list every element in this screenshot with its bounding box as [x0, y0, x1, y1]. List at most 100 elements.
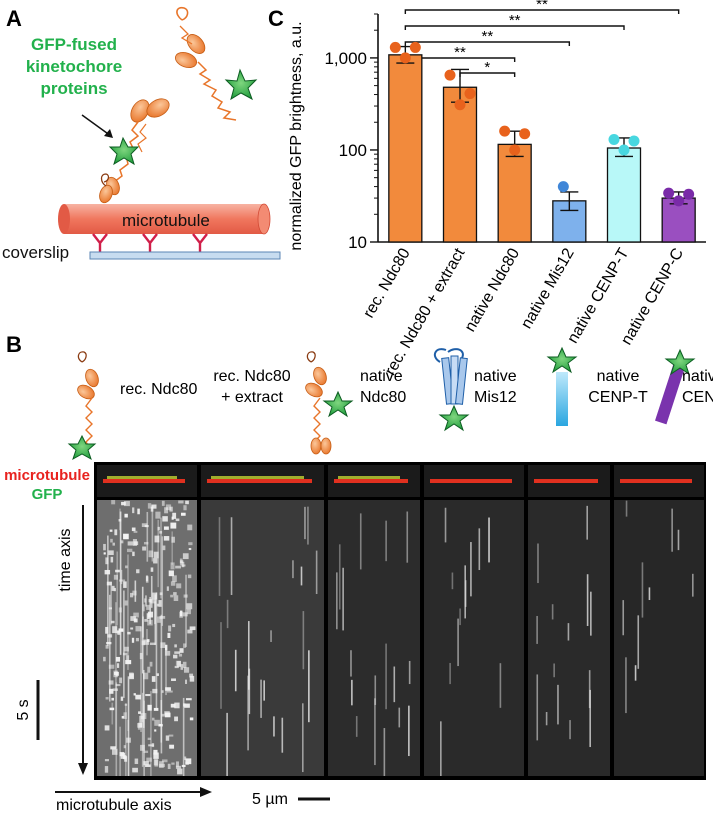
- time-axis-arrowhead: [78, 763, 88, 775]
- time-scale-label: 5 s: [15, 699, 32, 720]
- kymo-speckle: [165, 504, 172, 511]
- kymo-speckle: [183, 505, 187, 511]
- kymo-streak: [125, 703, 127, 776]
- significance-bracket: [404, 9, 680, 14]
- kymo-speckle: [111, 585, 115, 591]
- kymo-speckle: [127, 541, 134, 546]
- kymo-streak: [141, 692, 144, 767]
- kymo-speckle: [188, 547, 192, 551]
- kymo-speckle: [125, 565, 128, 569]
- kymo-speckle: [185, 758, 192, 765]
- kymo-speckle: [158, 600, 162, 607]
- data-point: [608, 133, 620, 145]
- kymo-speckle: [119, 677, 123, 684]
- kymo-speckle: [120, 540, 124, 544]
- kymo-speckle: [177, 768, 183, 775]
- kymo-streak: [302, 611, 305, 670]
- header-rec-ndc80-extract-line2: + extract: [221, 389, 283, 406]
- kymo-streak: [247, 675, 249, 751]
- kymo-streak: [247, 621, 250, 690]
- kymo-streak: [300, 566, 303, 586]
- kymo-speckle: [163, 536, 170, 541]
- chart-bars: [388, 41, 696, 243]
- panel-b: B: [4, 332, 713, 814]
- kymo-speckle: [113, 587, 116, 592]
- kymo-speckle: [135, 637, 139, 642]
- kymo-streak: [150, 575, 153, 608]
- kymo-streak: [150, 691, 152, 776]
- header-native-cenp-t-line2: CENP-T: [588, 389, 648, 406]
- kymo-speckle: [115, 569, 120, 573]
- kymo-speckle: [161, 713, 167, 717]
- x-tick-label: rec. Ndc80: [360, 245, 413, 321]
- kymo-streak: [248, 668, 251, 715]
- kymo-streak: [127, 554, 129, 670]
- kymo-speckle: [149, 642, 156, 646]
- kymo-speckle: [185, 698, 192, 701]
- kymo-streak: [586, 574, 589, 626]
- kymo-streak: [301, 703, 304, 773]
- kymographs: [97, 465, 704, 776]
- kymo-streak: [374, 675, 377, 705]
- kymo-speckle: [131, 527, 136, 532]
- kymo-speckle: [183, 643, 187, 648]
- panel-b-letter: B: [6, 332, 22, 357]
- kymo-streak: [230, 517, 233, 595]
- kymo-streak: [537, 543, 539, 584]
- kymo-streak: [451, 572, 454, 590]
- kymo-speckle: [111, 697, 115, 701]
- kymo-streak: [355, 716, 358, 737]
- kymo-speckle: [189, 626, 196, 631]
- kymo-streak: [385, 643, 387, 710]
- kymo-speckle: [132, 551, 135, 557]
- coverslip-label: coverslip: [2, 243, 69, 262]
- kymo-speckle: [107, 634, 113, 638]
- rec-ndc80-icon: [67, 351, 99, 461]
- kymo-speckle: [174, 702, 180, 709]
- y-tick-label: 10: [348, 233, 367, 252]
- kymo-streak: [292, 560, 294, 579]
- kymo-streak: [351, 679, 353, 706]
- kymo-speckle: [150, 567, 154, 572]
- kymo-streak: [478, 528, 481, 571]
- kymo-streak: [648, 587, 651, 601]
- kymo-speckle: [105, 626, 109, 634]
- kymo-speckle: [117, 663, 120, 668]
- kymo-speckle: [120, 696, 124, 701]
- kymo-speckle: [126, 548, 133, 553]
- kymo-speckle: [131, 637, 135, 643]
- microtubule-label: microtubule: [122, 211, 210, 230]
- kymo-speckle: [113, 670, 118, 678]
- kymo-speckle: [118, 607, 122, 613]
- kymo-streak: [398, 707, 401, 728]
- microtubule-signal: [620, 479, 692, 483]
- kymo-speckle: [157, 616, 161, 623]
- kymo-speckle: [150, 598, 156, 604]
- kymo-speckle: [159, 615, 166, 619]
- kymo-streak: [218, 517, 221, 596]
- microtubule-icon: [58, 203, 271, 235]
- native-ndc80-icon: [305, 351, 354, 455]
- microtubule-signal: [534, 479, 598, 483]
- kymo-speckle: [138, 711, 142, 714]
- kymo-streak: [151, 505, 154, 562]
- kymo-speckle: [130, 616, 136, 621]
- kymo-streak: [569, 720, 571, 740]
- kymo-speckle: [143, 541, 149, 545]
- kymo-streak: [107, 535, 109, 646]
- kymo-speckle: [156, 673, 159, 676]
- kymo-speckle: [184, 756, 187, 761]
- kymo-speckle: [156, 603, 160, 607]
- kymo-streak: [109, 594, 111, 702]
- kymo-speckle: [168, 734, 174, 737]
- kymo-streak: [336, 572, 338, 630]
- kymo-streak: [588, 670, 591, 709]
- kymo-speckle: [152, 592, 158, 600]
- kymo-speckle: [104, 759, 109, 762]
- kymo-speckle: [177, 660, 182, 667]
- pointer-arrow: [81, 114, 112, 137]
- kymo-speckle: [162, 759, 168, 763]
- kymo-speckle: [179, 610, 183, 617]
